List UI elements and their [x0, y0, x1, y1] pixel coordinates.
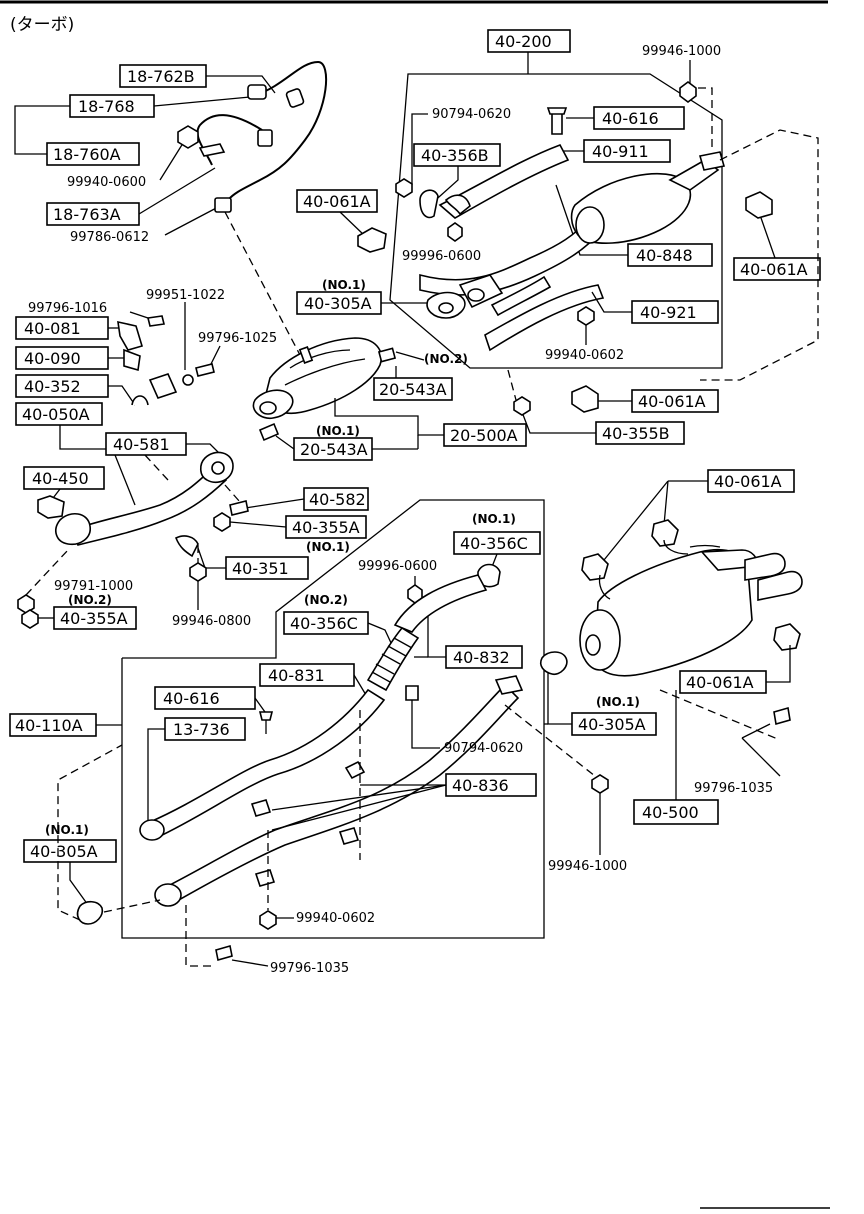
bracket-40-081 — [117, 320, 143, 351]
label-99940-0600: 99940-0600 — [67, 175, 146, 190]
label-99796-1025: 99796-1025 — [198, 331, 277, 346]
heat-shield-40-921 — [484, 284, 605, 352]
label-40-355B: 40-355B — [602, 424, 670, 443]
sensor-group: 18-762B 18-768 18-760A 99940-0600 18-763… — [14, 60, 328, 356]
label-20-543A-1: 20-543A — [379, 380, 447, 399]
label-40-836: 40-836 — [452, 776, 509, 795]
label-40-081: 40-081 — [24, 319, 81, 338]
label-99796-1035-bot: 99796-1035 — [270, 961, 349, 976]
label-40-581: 40-581 — [113, 435, 170, 454]
label-18-762B: 18-762B — [127, 67, 195, 86]
label-99791-1000: 99791-1000 — [54, 579, 133, 594]
rear-muffler-40-500 — [594, 548, 753, 677]
flex-pipe — [393, 574, 488, 633]
label-99940-0602-bot: 99940-0602 — [296, 911, 375, 926]
label-40-848: 40-848 — [636, 246, 693, 265]
label-40-500: 40-500 — [642, 803, 699, 822]
label-99951-1022: 99951-1022 — [146, 288, 225, 303]
label-90794-0620-top: 90794-0620 — [432, 107, 511, 122]
label-40-582: 40-582 — [309, 490, 366, 509]
label-no1-a: (NO.1) — [322, 278, 366, 292]
label-no2-b: (NO.2) — [68, 593, 112, 607]
label-40-351: 40-351 — [232, 559, 289, 578]
label-90794-0620-mid: 90794-0620 — [444, 741, 523, 756]
label-40-061A-5: 40-061A — [686, 673, 754, 692]
label-40-305A-1: 40-305A — [304, 294, 372, 313]
label-40-090: 40-090 — [24, 349, 81, 368]
label-40-061A-4: 40-061A — [714, 472, 782, 491]
catalytic-converter — [264, 337, 382, 414]
sensor-wire — [227, 60, 328, 201]
label-99796-1035-r: 99796-1035 — [694, 781, 773, 796]
label-18-760A: 18-760A — [53, 145, 121, 164]
label-40-200: 40-200 — [495, 32, 552, 51]
diagram-title: (ターボ) — [10, 15, 74, 35]
rear-muffler-group: 40-061A 40-061A (NO.1) 40-305A 99796-103… — [504, 469, 803, 874]
heat-shield-40-911 — [438, 144, 570, 219]
label-40-356C-2: 40-356C — [290, 614, 358, 633]
catalyst-group: 99796-1016 99951-1022 40-081 99796-1025 … — [15, 288, 719, 461]
label-99786-0612: 99786-0612 — [70, 230, 149, 245]
label-40-355A-2: 40-355A — [60, 609, 128, 628]
label-40-355A-1: 40-355A — [292, 518, 360, 537]
label-40-050A: 40-050A — [22, 405, 90, 424]
label-40-831: 40-831 — [268, 666, 325, 685]
label-99940-0602-top: 99940-0602 — [545, 348, 624, 363]
label-40-356C-1: 40-356C — [460, 534, 528, 553]
label-40-911: 40-911 — [592, 142, 649, 161]
label-no1-f: (NO.1) — [596, 695, 640, 709]
label-no1-e: (NO.1) — [45, 823, 89, 837]
label-40-061A-1: 40-061A — [303, 192, 371, 211]
label-no1-d: (NO.1) — [306, 540, 350, 554]
front-pipe-group: 40-581 40-450 40-582 40-355A (NO.1) 40-3… — [17, 425, 369, 630]
label-40-921: 40-921 — [640, 303, 697, 322]
label-40-450: 40-450 — [32, 469, 89, 488]
center-pipe-group: (NO.1) 40-356C 99996-0600 (NO.2) 40-356C… — [9, 499, 545, 976]
label-40-352: 40-352 — [24, 377, 81, 396]
label-99996-0600-top: 99996-0600 — [402, 249, 481, 264]
label-no2-a: (NO.2) — [424, 352, 468, 366]
center-pipe-lower — [158, 683, 520, 907]
main-muffler-group: 40-200 99946-1000 90794-0620 40-616 40-3… — [296, 29, 821, 381]
label-18-763A: 18-763A — [53, 205, 121, 224]
label-99946-0800: 99946-0800 — [172, 614, 251, 629]
label-no2-c: (NO.2) — [304, 593, 348, 607]
label-40-061A-2: 40-061A — [740, 260, 808, 279]
label-99996-0600-mid: 99996-0600 — [358, 559, 437, 574]
label-18-768: 18-768 — [78, 97, 135, 116]
label-40-616-top: 40-616 — [602, 109, 659, 128]
label-40-061A-3: 40-061A — [638, 392, 706, 411]
label-40-110A: 40-110A — [15, 716, 83, 735]
label-13-736: 13-736 — [173, 720, 230, 739]
label-40-356B: 40-356B — [421, 146, 489, 165]
label-20-500A: 20-500A — [450, 426, 518, 445]
label-20-543A-2: 20-543A — [300, 440, 368, 459]
label-40-832: 40-832 — [453, 648, 510, 667]
label-99796-1016: 99796-1016 — [28, 301, 107, 316]
label-40-305A-3: 40-305A — [578, 715, 646, 734]
label-no1-c: (NO.1) — [472, 512, 516, 526]
label-40-305A-2: 40-305A — [30, 842, 98, 861]
label-99946-1000-bot: 99946-1000 — [548, 859, 627, 874]
label-40-616-mid: 40-616 — [163, 689, 220, 708]
label-no1-b: (NO.1) — [316, 424, 360, 438]
center-pipe-upper — [148, 688, 386, 840]
label-99946-1000-top: 99946-1000 — [642, 44, 721, 59]
